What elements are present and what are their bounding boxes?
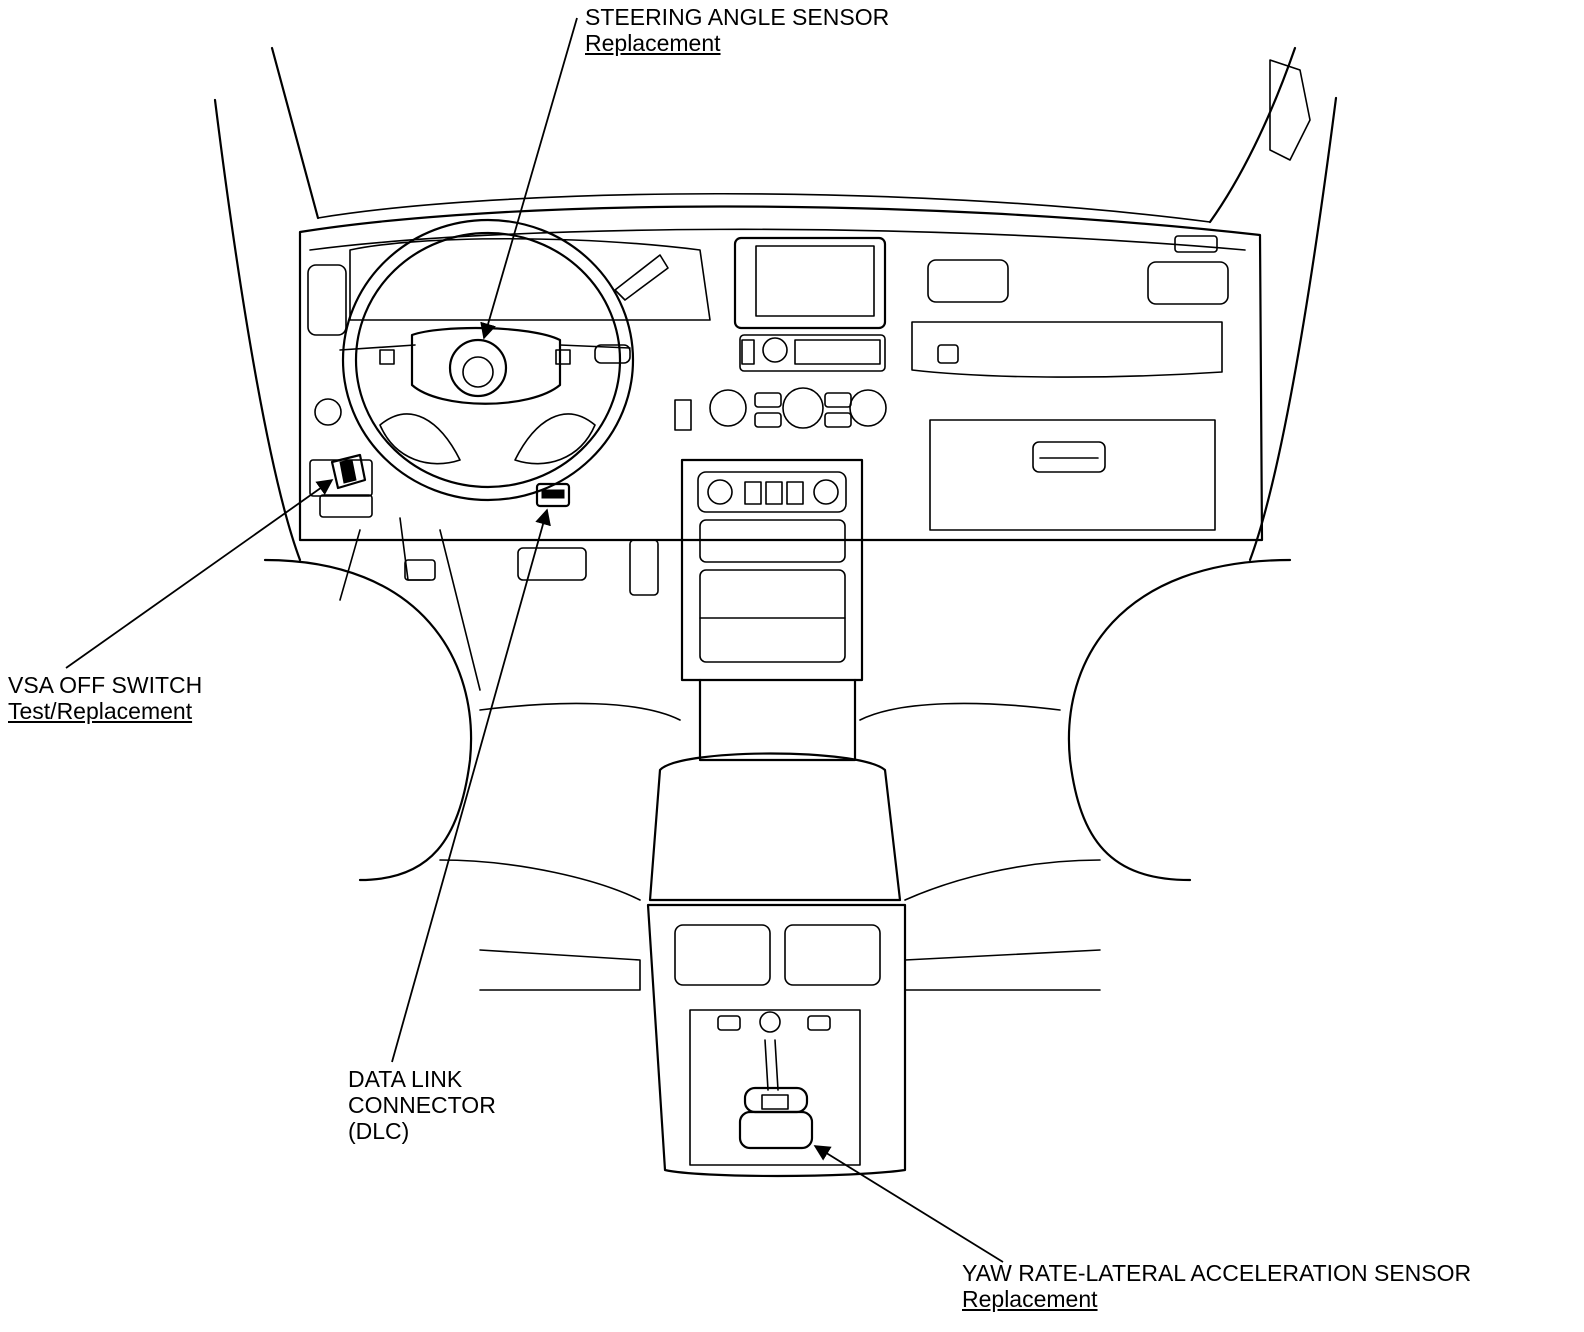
dashboard <box>298 205 1264 542</box>
leader-yaw-rate-sensor <box>813 1145 1004 1263</box>
seats <box>263 558 1292 991</box>
dlc-label-line-1: DATA LINK <box>348 1066 463 1092</box>
vsa-off-switch-title: VSA OFF SWITCH <box>8 672 203 698</box>
dlc-label-line-2: CONNECTOR <box>348 1092 496 1118</box>
leader-data-link-connector <box>391 508 551 1063</box>
steering-wheel <box>339 218 669 502</box>
data-link-connector-part <box>535 482 571 508</box>
callout-steering-angle-sensor: STEERING ANGLE SENSOR Replacement <box>585 4 889 56</box>
callout-yaw-rate-sensor: YAW RATE-LATERAL ACCELERATION SENSOR Rep… <box>962 1260 1471 1312</box>
leader-vsa-off-switch <box>65 479 334 669</box>
pedals <box>339 517 659 691</box>
yaw-rate-sensor-part <box>738 1039 814 1150</box>
callout-vsa-off-switch: VSA OFF SWITCH Test/Replacement <box>8 672 202 724</box>
leader-steering-angle-sensor <box>480 17 578 340</box>
dlc-label-line-3: (DLC) <box>348 1118 410 1144</box>
steering-angle-sensor-title: STEERING ANGLE SENSOR <box>585 4 890 30</box>
center-console <box>680 458 864 762</box>
callout-data-link-connector: DATA LINK CONNECTOR (DLC) <box>348 1066 496 1144</box>
vsa-off-switch-part <box>330 453 367 490</box>
rear-console <box>646 752 907 1178</box>
yaw-rate-sensor-title: YAW RATE-LATERAL ACCELERATION SENSOR <box>962 1260 1472 1286</box>
steering-angle-sensor-replacement-link[interactable]: Replacement <box>585 30 721 56</box>
vsa-off-switch-test-replacement-link[interactable]: Test/Replacement <box>8 698 193 724</box>
yaw-rate-sensor-replacement-link[interactable]: Replacement <box>962 1286 1098 1312</box>
windshield-frame <box>213 46 1338 562</box>
leader-lines <box>65 17 1004 1263</box>
